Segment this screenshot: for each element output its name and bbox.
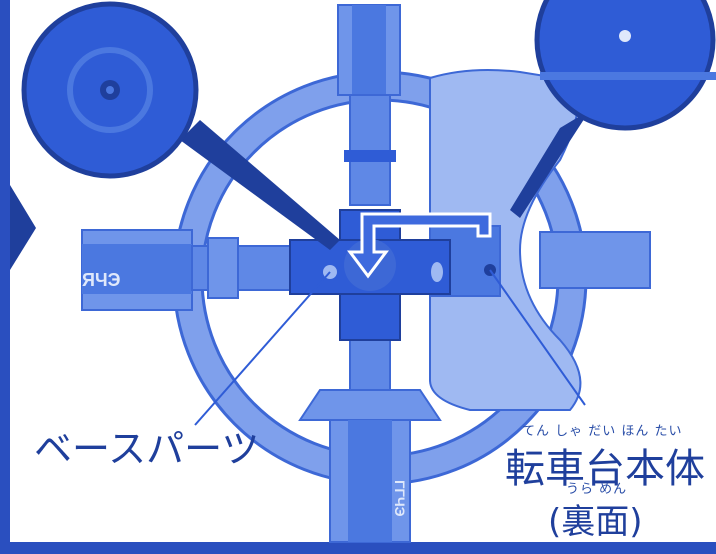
frame-bottom-border xyxy=(0,542,716,554)
turntable-body-label: 転車台本体 xyxy=(505,446,705,492)
turntable-body-ruby: てん しゃ だい ほん たい xyxy=(522,424,683,439)
top-track-spoke xyxy=(337,4,401,206)
left-track-spoke xyxy=(81,229,303,311)
zoom-callout-left xyxy=(21,1,340,250)
back-side-ruby: うら めん xyxy=(566,482,628,497)
frame-left-border xyxy=(0,0,10,554)
zoom-callout-right xyxy=(510,0,716,218)
left-wagon-decal: ЯЧЭ xyxy=(82,270,121,290)
page-turn-arrow xyxy=(10,185,36,270)
bottom-wagon-decal: ΓΓЧЭ xyxy=(392,480,408,517)
base-parts-label: ベースパーツ xyxy=(34,427,260,471)
turntable-body-back xyxy=(429,69,651,411)
bottom-track-spoke xyxy=(298,329,442,543)
back-side-label: (裏面) xyxy=(548,502,643,542)
base-parts-leader-line xyxy=(194,271,331,426)
turntable-body-leader-line xyxy=(489,269,586,406)
rotation-arrow xyxy=(347,212,492,279)
